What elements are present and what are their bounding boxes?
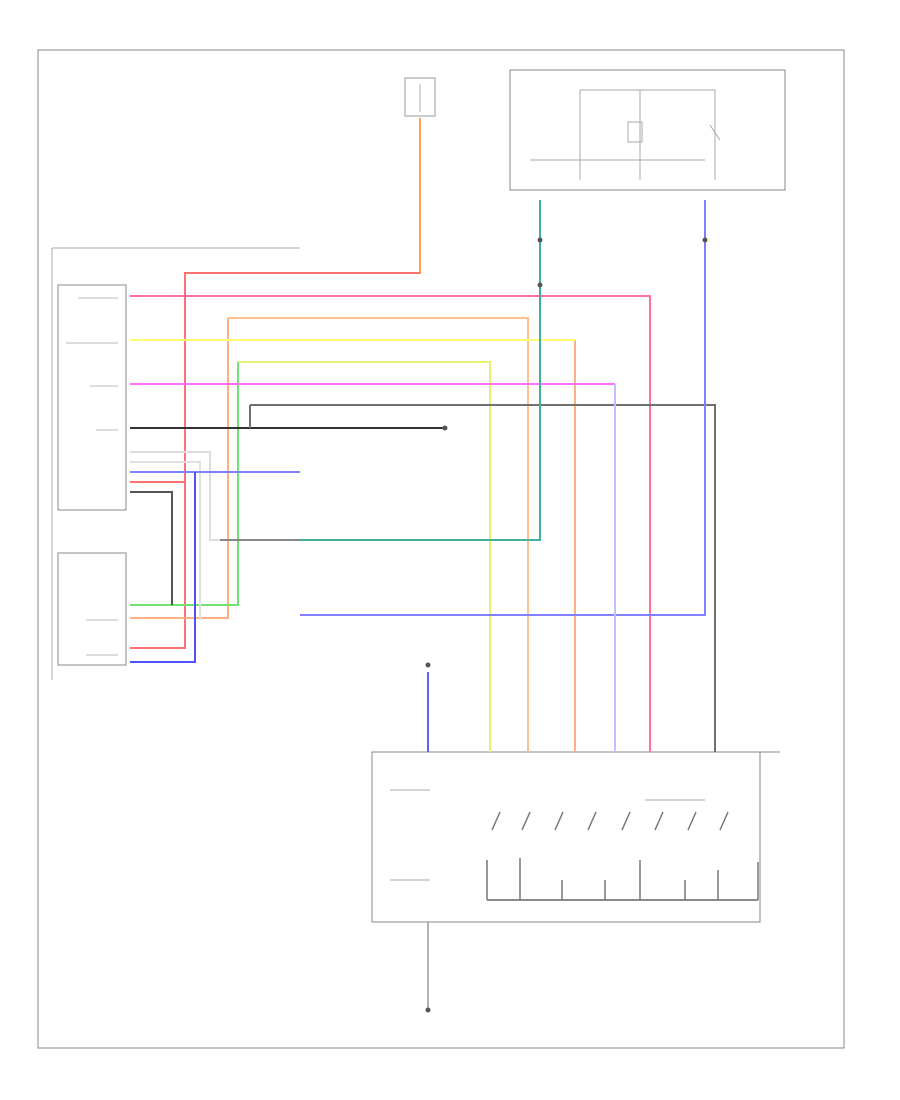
wire-yellow-green [238,361,491,752]
wire-red [130,272,420,649]
wire-teal [300,200,541,541]
fuse-relay-box [509,69,786,191]
battery-fuse [404,77,436,117]
wire-salmon-3 [228,317,529,752]
wire-pink [130,295,651,752]
lower-control-module [57,552,127,666]
wire-orange-battery [300,118,421,274]
switch-module [371,751,780,923]
wire-violet-long [300,200,706,616]
wire-dark-short [130,491,173,605]
wire-white-2 [130,461,201,620]
wires [130,118,716,1010]
switch-contacts [486,811,759,900]
wire-gray [250,404,716,752]
wire-salmon-2 [130,318,229,619]
splice-points [425,237,708,1013]
speed-control-module [57,284,127,511]
wire-blue [130,472,196,663]
diagram-frame [37,49,845,1049]
wire-white [130,451,300,541]
wire-green [130,362,239,606]
